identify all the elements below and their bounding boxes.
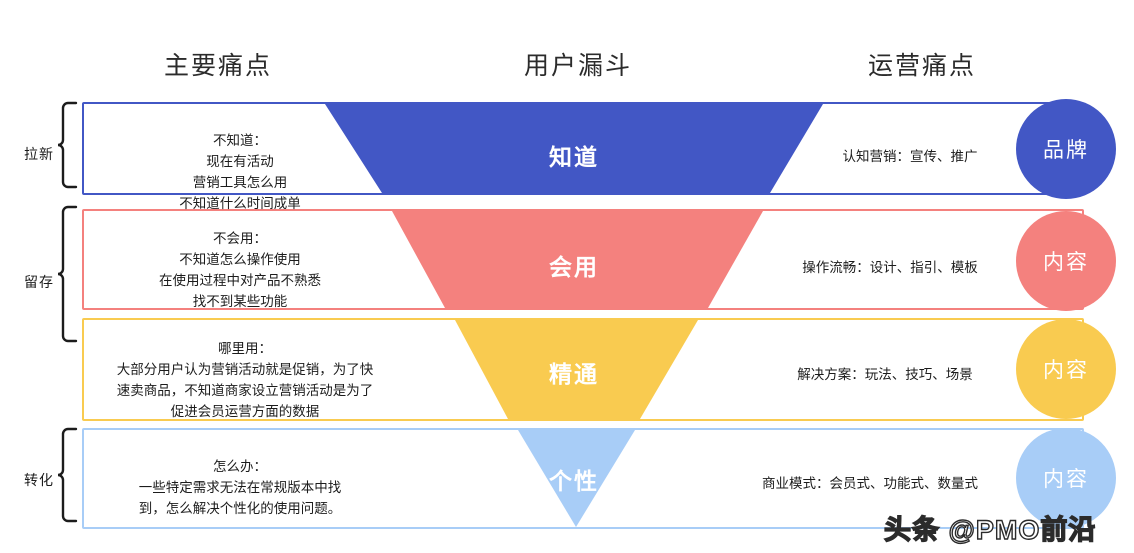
brace-retention [57,205,78,343]
column-header-pain: 主要痛点 [164,52,273,80]
funnel-label-custom: 个性 [549,468,599,494]
pain-text: 怎么办： 一些特定需求无法在常规版本中找 到，怎么解决个性化的使用问题。 [138,459,342,516]
category-circle-content: 内容 [1016,428,1116,528]
ops-text: 商业模式：会员式、功能式、数量式 [762,476,978,491]
pain-text: 不会用： 不知道怎么操作使用 在使用过程中对产品不熟悉 找不到某些功能 [159,231,321,309]
brace-acquisition [57,101,78,189]
category-circle-content: 内容 [1016,319,1116,419]
funnel-label-know: 知道 [549,144,599,170]
stage-label-conversion: 转化 [24,472,54,488]
funnel-label-use: 会用 [549,254,599,280]
ops-text: 解决方案：玩法、技巧、场景 [797,367,973,382]
stage-label-acquisition: 拉新 [24,146,54,162]
stage-label-retention: 留存 [24,274,54,290]
pain-text: 不知道： 现在有活动 营销工具怎么用 不知道什么时间成单 [179,133,301,211]
ops-text: 操作流畅：设计、指引、模板 [802,260,978,275]
watermark: 头条 @PMO前沿 [883,514,1097,545]
pain-text: 哪里用： 大部分用户认为营销活动就是促销，为了快 速卖商品，不知道商家设立营销活… [116,341,374,419]
category-circle-content: 内容 [1016,211,1116,311]
column-header-funnel: 用户漏斗 [524,52,633,80]
brace-conversion [57,427,78,523]
ops-text: 认知营销：宣传、推广 [842,149,978,164]
funnel-label-master: 精通 [549,361,599,387]
column-header-ops: 运营痛点 [868,52,977,80]
category-circle-brand: 品牌 [1016,99,1116,199]
